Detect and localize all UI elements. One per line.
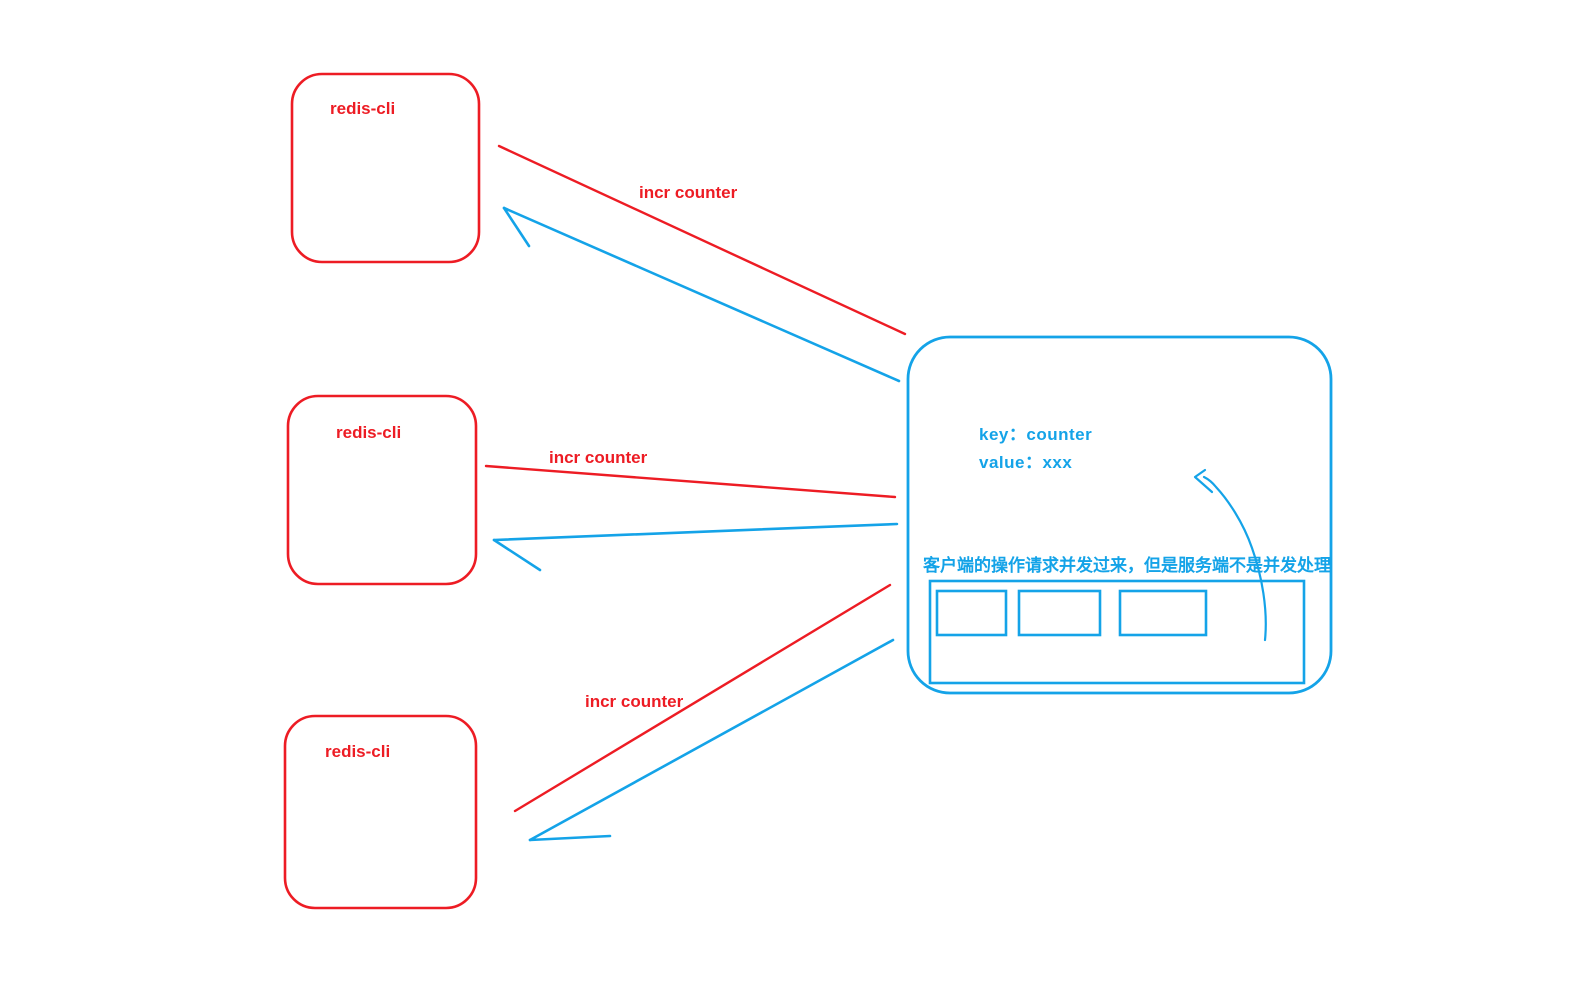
queue-slot-3[interactable] <box>1118 589 1208 637</box>
queue-slot-2[interactable] <box>1017 589 1102 637</box>
edge-label-2: incr counter <box>549 448 648 467</box>
server-node[interactable]: key：counter value：xxx 客户端的操作请求并发过来，但是服务端… <box>906 335 1333 695</box>
client-box-1[interactable] <box>290 72 481 264</box>
handdrawn-pointer-arrow <box>1202 475 1267 642</box>
request-line-3 <box>513 583 892 813</box>
request-line-2 <box>484 464 897 499</box>
client-node-2[interactable]: redis-cli <box>286 394 478 586</box>
server-key-line: key：counter <box>979 425 1092 444</box>
client-label-3: redis-cli <box>325 742 390 761</box>
edge-label-3: incr counter <box>585 692 684 711</box>
server-box[interactable] <box>906 335 1333 695</box>
request-line-1 <box>497 144 907 336</box>
client-node-3[interactable]: redis-cli <box>283 714 478 910</box>
server-value-line: value：xxx <box>979 453 1072 472</box>
response-arrow-2 <box>492 522 899 572</box>
client-box-3[interactable] <box>283 714 478 910</box>
response-arrow-3 <box>528 638 895 842</box>
handdrawn-pointer-head <box>1193 468 1214 494</box>
client-box-2[interactable] <box>286 394 478 586</box>
queue-container <box>928 579 1306 685</box>
edge-label-1: incr counter <box>639 183 738 202</box>
response-arrow-1 <box>502 206 901 383</box>
client-node-1[interactable]: redis-cli <box>290 72 481 264</box>
server-note: 客户端的操作请求并发过来，但是服务端不是并发处理 <box>922 555 1331 575</box>
queue-slot-1[interactable] <box>935 589 1008 637</box>
client-label-1: redis-cli <box>330 99 395 118</box>
client-label-2: redis-cli <box>336 423 401 442</box>
